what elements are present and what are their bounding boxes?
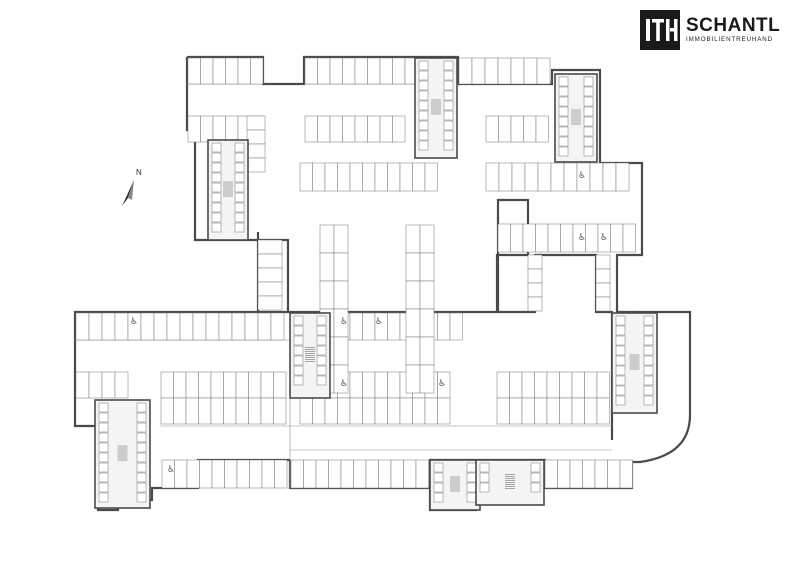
brand-tagline: IMMOBILIENTREUHAND xyxy=(686,36,774,43)
north-label: N xyxy=(136,168,142,177)
parking-stalls xyxy=(75,57,636,489)
svg-text:♿: ♿ xyxy=(130,317,138,327)
svg-text:♿: ♿ xyxy=(167,465,175,475)
accessible-stalls: ♿ ♿ ♿ ♿ ♿ ♿ ♿ ♿ ♿ xyxy=(130,171,608,475)
svg-text:♿: ♿ xyxy=(600,233,608,243)
brand-name: SCHANTL xyxy=(686,15,781,36)
svg-text:♿: ♿ xyxy=(438,379,446,389)
logo: SCHANTL IMMOBILIENTREUHAND xyxy=(640,10,780,50)
logo-text: SCHANTL IMMOBILIENTREUHAND xyxy=(686,16,780,44)
svg-text:♿: ♿ xyxy=(340,379,348,389)
svg-text:♿: ♿ xyxy=(578,233,586,243)
svg-text:♿: ♿ xyxy=(375,317,383,327)
svg-text:♿: ♿ xyxy=(578,171,586,181)
logo-icon xyxy=(640,10,680,50)
stair-cores xyxy=(94,57,658,511)
svg-text:♿: ♿ xyxy=(340,317,348,327)
north-arrow-icon xyxy=(122,180,134,206)
